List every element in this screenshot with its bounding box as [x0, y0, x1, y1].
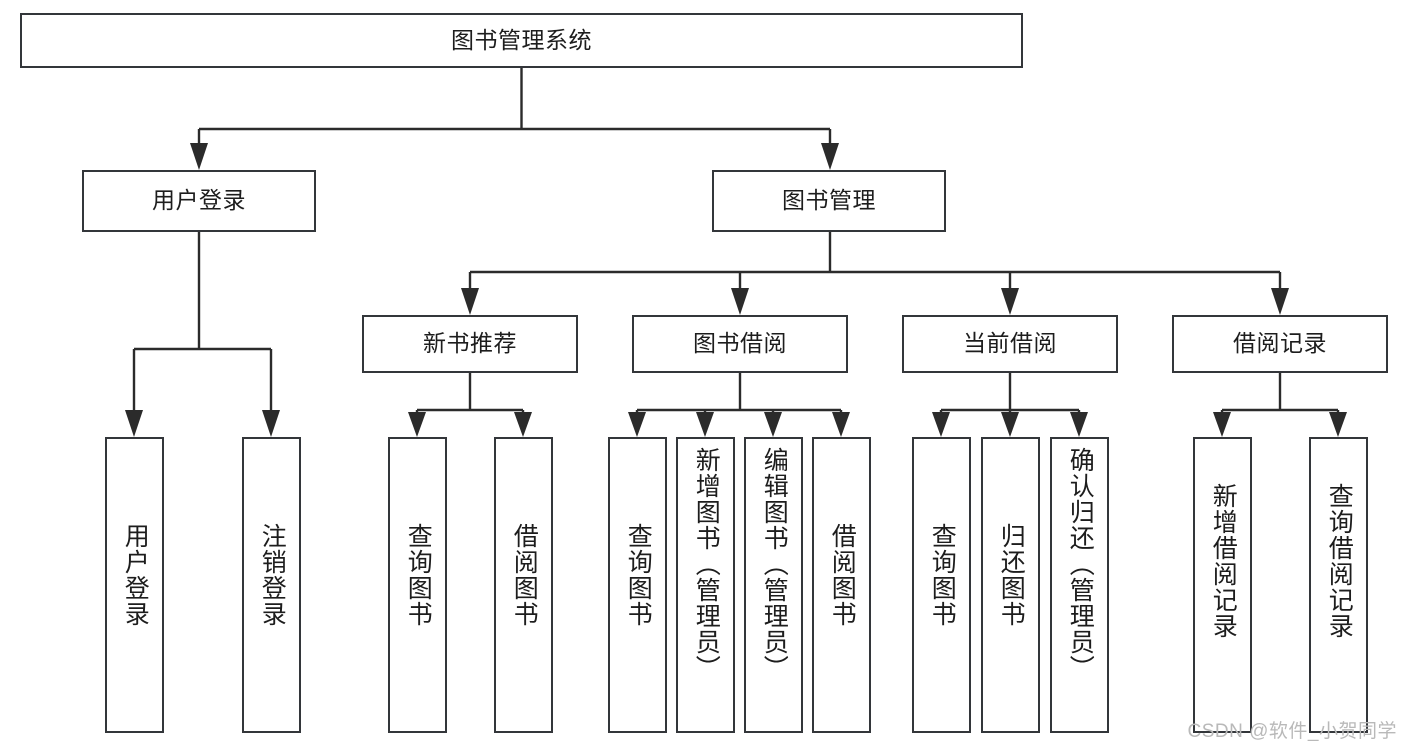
node-label: 查询图书	[404, 523, 433, 627]
arrow-to-book-manage	[821, 143, 839, 170]
node-label: 归还图书	[997, 523, 1026, 627]
node-label: 当前借阅	[963, 330, 1057, 357]
node-user-login[interactable]: 用户登录	[82, 170, 316, 232]
arrow-to-new-book	[461, 288, 479, 315]
node-label: 图书管理	[782, 187, 876, 214]
node-leaf-query-book-borrow[interactable]: 查询图书	[608, 437, 667, 733]
node-leaf-borrow-book-recommend[interactable]: 借阅图书	[494, 437, 553, 733]
node-label: 借阅记录	[1233, 330, 1327, 357]
arrow-book-borrow-leaf-4	[832, 412, 850, 437]
node-leaf-add-borrow-record[interactable]: 新增借阅记录	[1193, 437, 1252, 733]
node-leaf-user-login[interactable]: 用户登录	[105, 437, 164, 733]
node-leaf-add-book-admin[interactable]: 新增图书（管理员）	[676, 437, 735, 733]
node-label: 新书推荐	[423, 330, 517, 357]
node-label: 图书借阅	[693, 330, 787, 357]
arrow-new-book-leaf-1	[408, 412, 426, 437]
node-new-book-recommend[interactable]: 新书推荐	[362, 315, 578, 373]
node-leaf-borrow-book[interactable]: 借阅图书	[812, 437, 871, 733]
node-label: 图书管理系统	[451, 26, 592, 53]
arrow-to-user-login	[190, 143, 208, 170]
arrow-borrow-record-leaf-2	[1329, 412, 1347, 437]
node-leaf-confirm-return-admin[interactable]: 确认归还（管理员）	[1050, 437, 1109, 733]
arrow-current-borrow-leaf-1	[932, 412, 950, 437]
node-book-management[interactable]: 图书管理	[712, 170, 946, 232]
arrow-to-borrow-record	[1271, 288, 1289, 315]
arrow-current-borrow-leaf-2	[1001, 412, 1019, 437]
node-label: 借阅图书	[510, 523, 539, 627]
node-label: 确认归还（管理员）	[1066, 447, 1095, 681]
arrow-user-login-leaf-2	[262, 410, 280, 437]
node-book-management-system[interactable]: 图书管理系统	[20, 13, 1023, 68]
arrow-book-borrow-leaf-3	[764, 412, 782, 437]
arrow-to-current-borrow	[1001, 288, 1019, 315]
arrow-book-borrow-leaf-2	[696, 412, 714, 437]
node-label: 查询图书	[624, 523, 653, 627]
node-label: 编辑图书（管理员）	[760, 447, 789, 681]
node-borrow-record[interactable]: 借阅记录	[1172, 315, 1388, 373]
node-label: 新增图书（管理员）	[692, 447, 721, 681]
node-label: 用户登录	[152, 187, 246, 214]
node-label: 用户登录	[121, 523, 150, 627]
arrow-current-borrow-leaf-3	[1070, 412, 1088, 437]
node-leaf-edit-book-admin[interactable]: 编辑图书（管理员）	[744, 437, 803, 733]
node-leaf-query-borrow-record[interactable]: 查询借阅记录	[1309, 437, 1368, 733]
node-book-borrow[interactable]: 图书借阅	[632, 315, 848, 373]
node-label: 查询图书	[928, 523, 957, 627]
node-leaf-query-book-current[interactable]: 查询图书	[912, 437, 971, 733]
arrow-new-book-leaf-2	[514, 412, 532, 437]
node-label: 查询借阅记录	[1325, 483, 1354, 639]
node-label: 注销登录	[258, 523, 287, 627]
arrow-book-borrow-leaf-1	[628, 412, 646, 437]
arrow-borrow-record-leaf-1	[1213, 412, 1231, 437]
node-leaf-logout[interactable]: 注销登录	[242, 437, 301, 733]
node-label: 借阅图书	[828, 523, 857, 627]
arrow-user-login-leaf-1	[125, 410, 143, 437]
arrow-to-book-borrow	[731, 288, 749, 315]
node-leaf-query-book-recommend[interactable]: 查询图书	[388, 437, 447, 733]
watermark-text: CSDN @软件_小贺同学	[1187, 721, 1397, 742]
node-leaf-return-book[interactable]: 归还图书	[981, 437, 1040, 733]
node-label: 新增借阅记录	[1209, 483, 1238, 639]
node-current-borrow[interactable]: 当前借阅	[902, 315, 1118, 373]
